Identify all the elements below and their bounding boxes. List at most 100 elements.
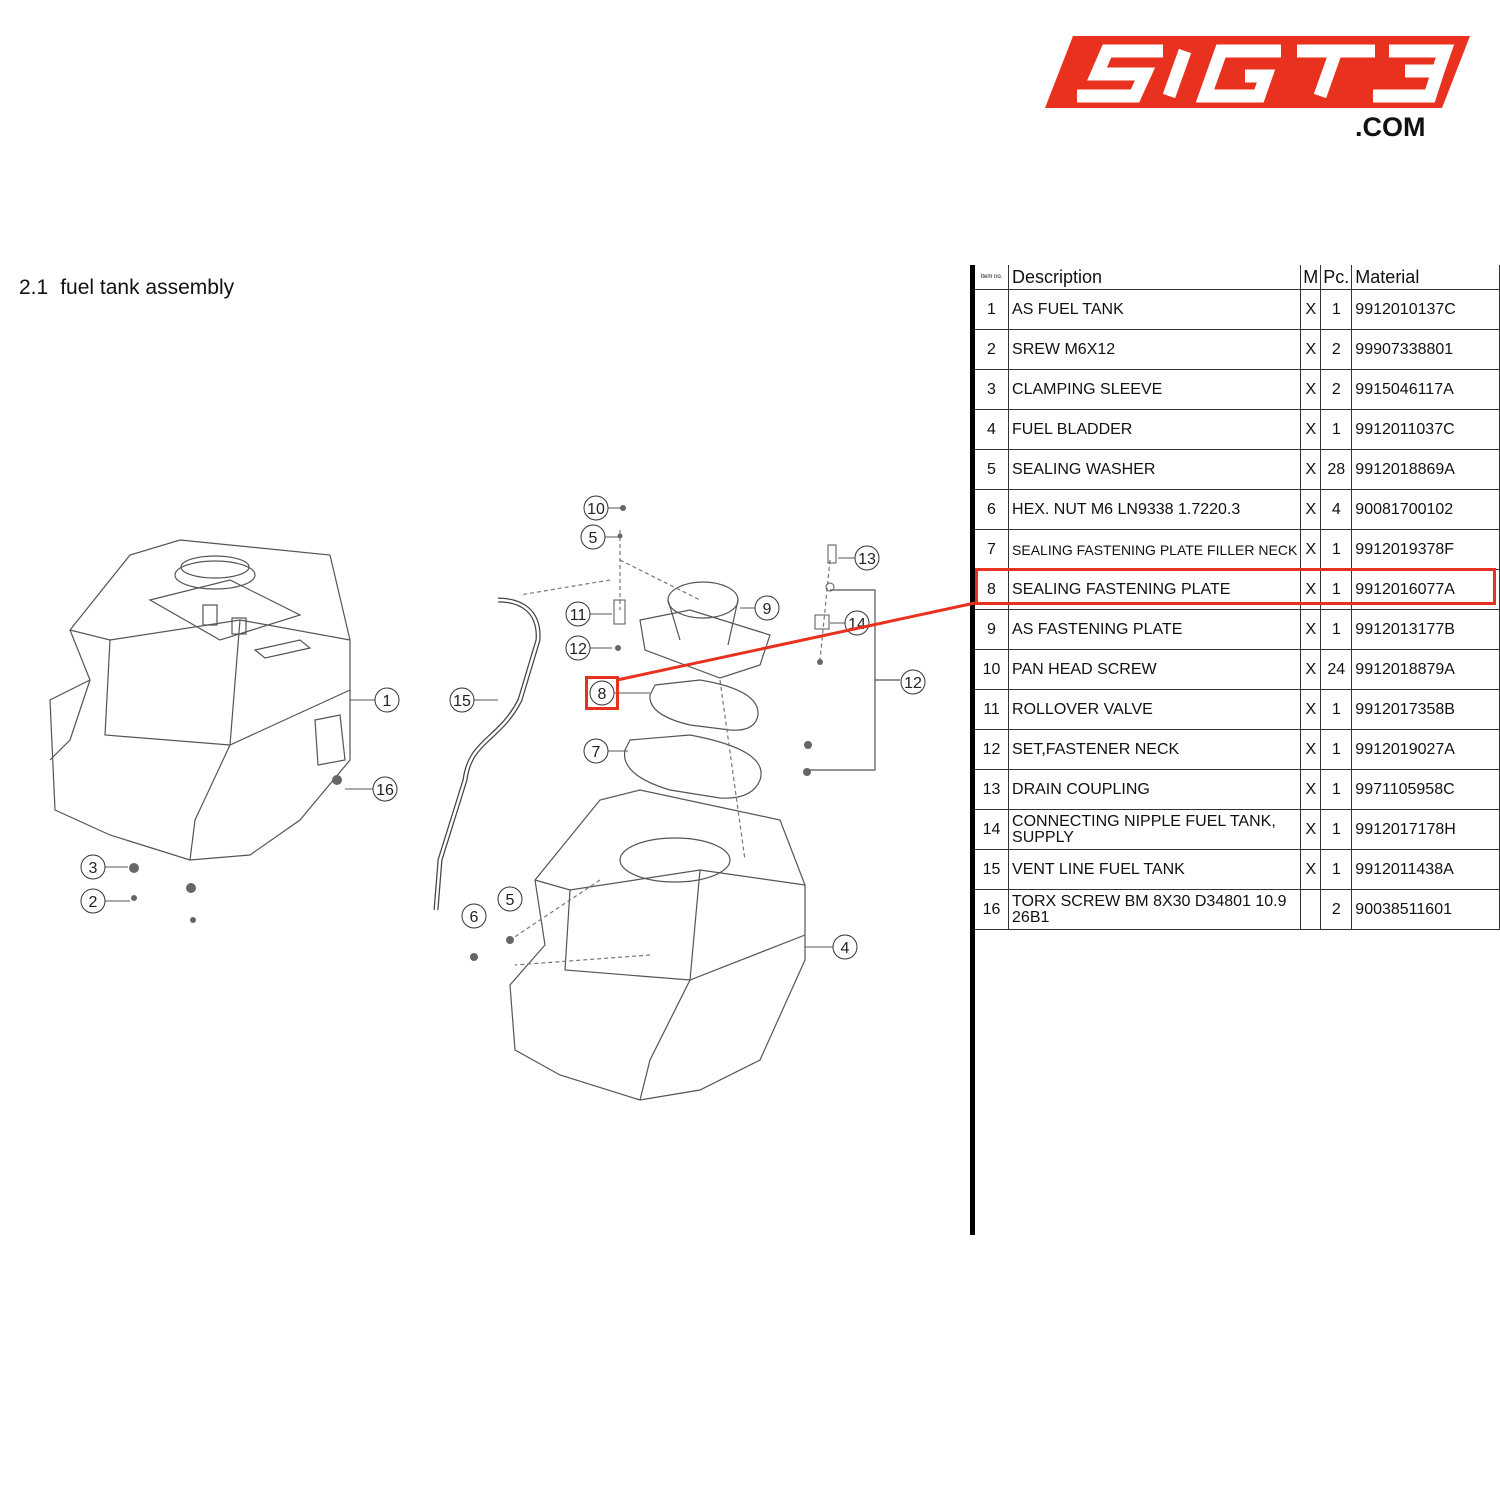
row-pc: 2 xyxy=(1320,369,1353,410)
callout-7: 7 xyxy=(583,738,628,764)
row-m: X xyxy=(1300,569,1322,610)
row-no: 11 xyxy=(975,689,1010,730)
row-material: 9912011037C xyxy=(1351,409,1500,450)
row-m: X xyxy=(1300,769,1322,810)
row-material: 99907338801 xyxy=(1351,329,1500,370)
row-no: 6 xyxy=(975,489,1010,530)
row-material: 9912018879A xyxy=(1351,649,1500,690)
svg-text:14: 14 xyxy=(848,616,866,633)
row-description: FUEL BLADDER xyxy=(1008,409,1302,450)
row-pc: 1 xyxy=(1320,849,1353,890)
row-no: 3 xyxy=(975,369,1010,410)
row-pc: 1 xyxy=(1320,529,1353,570)
row-pc: 1 xyxy=(1320,689,1353,730)
svg-text:12: 12 xyxy=(904,675,922,692)
svg-text:10: 10 xyxy=(587,501,605,518)
row-pc: 1 xyxy=(1320,409,1353,450)
row-pc: 1 xyxy=(1320,289,1353,330)
row-m: X xyxy=(1300,729,1322,770)
row-m: X xyxy=(1300,809,1322,850)
logo-suffix: .COM xyxy=(1355,112,1426,142)
row-material: 9912019027A xyxy=(1351,729,1500,770)
callout-16: 16 xyxy=(345,776,398,802)
row-pc: 24 xyxy=(1320,649,1353,690)
row-pc: 2 xyxy=(1320,329,1353,370)
svg-text:8: 8 xyxy=(598,686,607,703)
row-material: 90081700102 xyxy=(1351,489,1500,530)
callout-10: 10 xyxy=(583,495,620,521)
row-material: 9915046117A xyxy=(1351,369,1500,410)
logo-letters xyxy=(1077,44,1455,103)
fastening-plate xyxy=(639,581,771,679)
row-no: 1 xyxy=(975,289,1010,330)
row-no: 14 xyxy=(975,809,1010,850)
row-description: HEX. NUT M6 LN9338 1.7220.3 xyxy=(1008,489,1302,530)
table-left-rule xyxy=(970,265,975,1235)
row-no: 16 xyxy=(975,889,1010,930)
row-m: X xyxy=(1300,449,1322,490)
svg-text:4: 4 xyxy=(841,940,850,957)
row-no: 5 xyxy=(975,449,1010,490)
vent-line xyxy=(433,597,541,911)
row-material: 90038511601 xyxy=(1351,889,1500,930)
row-m: X xyxy=(1300,689,1322,730)
row-m: X xyxy=(1300,369,1322,410)
table-header-row: Item no. Description M Pc. Material xyxy=(975,265,1500,290)
row-description: DRAIN COUPLING xyxy=(1008,769,1302,810)
row-pc: 2 xyxy=(1320,889,1353,930)
row-description: AS FASTENING PLATE xyxy=(1008,609,1302,650)
highlight-box-callout-8 xyxy=(585,676,619,710)
header-item-no: Item no. xyxy=(975,265,1010,290)
brand-logo xyxy=(1045,36,1470,108)
row-material: 9912019378F xyxy=(1351,529,1500,570)
callout-6: 6 xyxy=(461,903,487,929)
row-no: 4 xyxy=(975,409,1010,450)
row-m: X xyxy=(1300,849,1322,890)
row-no: 13 xyxy=(975,769,1010,810)
row-m: X xyxy=(1300,409,1322,450)
row-m: X xyxy=(1300,289,1322,330)
row-material: 9912017178H xyxy=(1351,809,1500,850)
fuel-bladder xyxy=(509,789,806,1101)
row-m: X xyxy=(1300,329,1322,370)
highlight-box-row-8 xyxy=(975,568,1496,605)
row-material: 9912018869A xyxy=(1351,449,1500,490)
row-description: ROLLOVER VALVE xyxy=(1008,689,1302,730)
svg-text:7: 7 xyxy=(592,744,601,761)
svg-text:6: 6 xyxy=(470,909,479,926)
callout-12a: 12 xyxy=(565,635,612,661)
callout-2: 2 xyxy=(80,888,130,914)
row-m xyxy=(1300,889,1322,930)
svg-text:1: 1 xyxy=(383,693,392,710)
fuel-tank-assembled xyxy=(49,539,351,861)
row-description: CONNECTING NIPPLE FUEL TANK, SUPPLY xyxy=(1008,809,1302,850)
header-description: Description xyxy=(1008,265,1302,290)
sealing-plate-8 xyxy=(649,679,759,731)
callout-13: 13 xyxy=(838,545,880,571)
svg-text:11: 11 xyxy=(570,607,587,624)
svg-text:12: 12 xyxy=(569,641,587,658)
row-m: X xyxy=(1300,489,1322,530)
row-material: 9971105958C xyxy=(1351,769,1500,810)
row-material: 9912017358B xyxy=(1351,689,1500,730)
callout-3: 3 xyxy=(80,854,128,880)
row-pc: 28 xyxy=(1320,449,1353,490)
row-description: TORX SCREW BM 8X30 D34801 10.9 26B1 xyxy=(1008,889,1302,930)
callout-1: 1 xyxy=(350,687,400,713)
row-m: X xyxy=(1300,609,1322,650)
header-pc: Pc. xyxy=(1320,265,1353,290)
row-no: 2 xyxy=(975,329,1010,370)
row-no: 7 xyxy=(975,529,1010,570)
exploded-diagram: 1 2 3 4 5 5 6 7 8 9 10 11 12 12 13 14 15… xyxy=(49,495,926,1101)
